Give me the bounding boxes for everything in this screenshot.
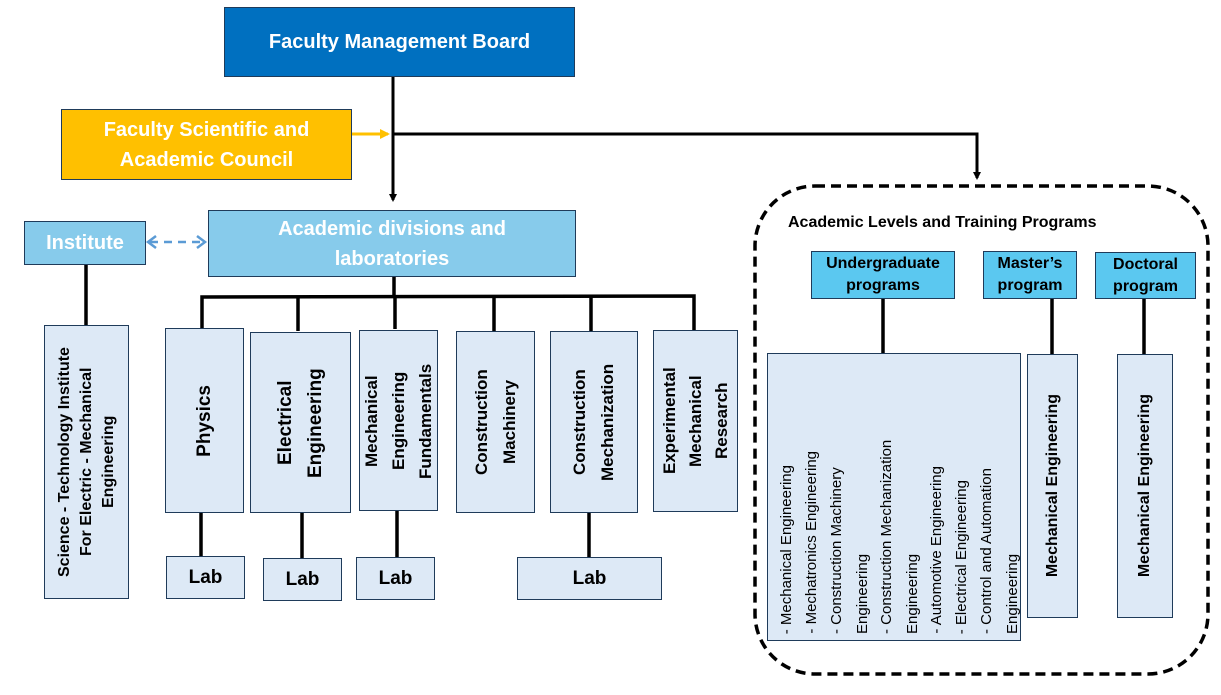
program-item: - Control and Automation Engineering bbox=[978, 468, 1021, 634]
dept-label: Construction Machinery bbox=[471, 369, 519, 475]
program-item: - Electrical Engineering bbox=[953, 479, 970, 634]
dept-electrical-engineering: Electrical Engineering bbox=[250, 332, 351, 513]
faculty-management-board: Faculty Management Board bbox=[224, 7, 575, 77]
dept-physics: Physics bbox=[165, 328, 244, 513]
institute-label: Institute bbox=[46, 232, 124, 254]
dept-experimental-research: Experimental Mechanical Research bbox=[653, 330, 738, 512]
institute-child-label: Science - Technology Institute For Elect… bbox=[55, 347, 117, 577]
doctoral-label: Doctoral program bbox=[1113, 255, 1178, 295]
program-item: - Construction Mechanization Engineering bbox=[878, 439, 921, 634]
management-board-label: Faculty Management Board bbox=[268, 30, 531, 53]
lab-label: Lab bbox=[188, 566, 223, 588]
dept-label: Mechanical Engineering Fundamentals bbox=[362, 362, 435, 479]
masters-header: Master’s program bbox=[983, 251, 1077, 299]
lab-label: Lab bbox=[378, 567, 413, 589]
council-label: Faculty Scientific and Academic Council bbox=[103, 118, 310, 171]
program-item: - Mechatronics Engineering bbox=[803, 451, 820, 634]
dept-construction-machinery: Construction Machinery bbox=[456, 331, 535, 513]
masters-list-box: Mechanical Engineering bbox=[1027, 354, 1078, 618]
dept-mechanical-fundamentals: Mechanical Engineering Fundamentals bbox=[359, 330, 438, 511]
undergraduate-list-box: - Mechanical Engineering - Mechatronics … bbox=[767, 353, 1021, 641]
program-item: - Construction Machinery Engineering bbox=[828, 467, 871, 634]
dept-label: Construction Mechanization bbox=[570, 363, 617, 481]
institute-box: Institute bbox=[24, 221, 146, 265]
doctoral-header: Doctoral program bbox=[1095, 252, 1196, 299]
lab-mechanical: Lab bbox=[356, 557, 435, 600]
program-item: Mechanical Engineering bbox=[1136, 394, 1153, 578]
program-item: - Automotive Engineering bbox=[928, 466, 945, 634]
academic-divisions-label: Academic divisions and laboratories bbox=[278, 217, 506, 270]
programs-container bbox=[753, 184, 1210, 676]
undergraduate-list: - Mechanical Engineering - Mechatronics … bbox=[768, 354, 1024, 640]
lab-electrical: Lab bbox=[263, 558, 342, 601]
dept-construction-mechanization: Construction Mechanization bbox=[550, 331, 638, 513]
program-item: - Mechanical Engineering bbox=[778, 464, 795, 634]
academic-divisions-box: Academic divisions and laboratories bbox=[208, 210, 576, 277]
lab-label: Lab bbox=[285, 568, 320, 590]
faculty-scientific-council: Faculty Scientific and Academic Council bbox=[61, 109, 352, 180]
doctoral-list-box: Mechanical Engineering bbox=[1117, 354, 1173, 618]
dept-label: Experimental Mechanical Research bbox=[659, 367, 731, 475]
lab-construction-mechanization: Lab bbox=[517, 557, 662, 600]
dept-label: Electrical Engineering bbox=[274, 367, 326, 478]
masters-label: Master’s program bbox=[997, 255, 1063, 294]
undergraduate-header: Undergraduate programs bbox=[811, 251, 955, 299]
institute-child-box: Science - Technology Institute For Elect… bbox=[44, 325, 129, 599]
lab-physics: Lab bbox=[166, 556, 245, 599]
dept-label: Physics bbox=[193, 384, 215, 457]
programs-title: Academic Levels and Training Programs bbox=[788, 214, 1097, 231]
program-item: Mechanical Engineering bbox=[1043, 394, 1061, 578]
undergraduate-label: Undergraduate programs bbox=[826, 255, 940, 294]
lab-label: Lab bbox=[572, 567, 607, 589]
